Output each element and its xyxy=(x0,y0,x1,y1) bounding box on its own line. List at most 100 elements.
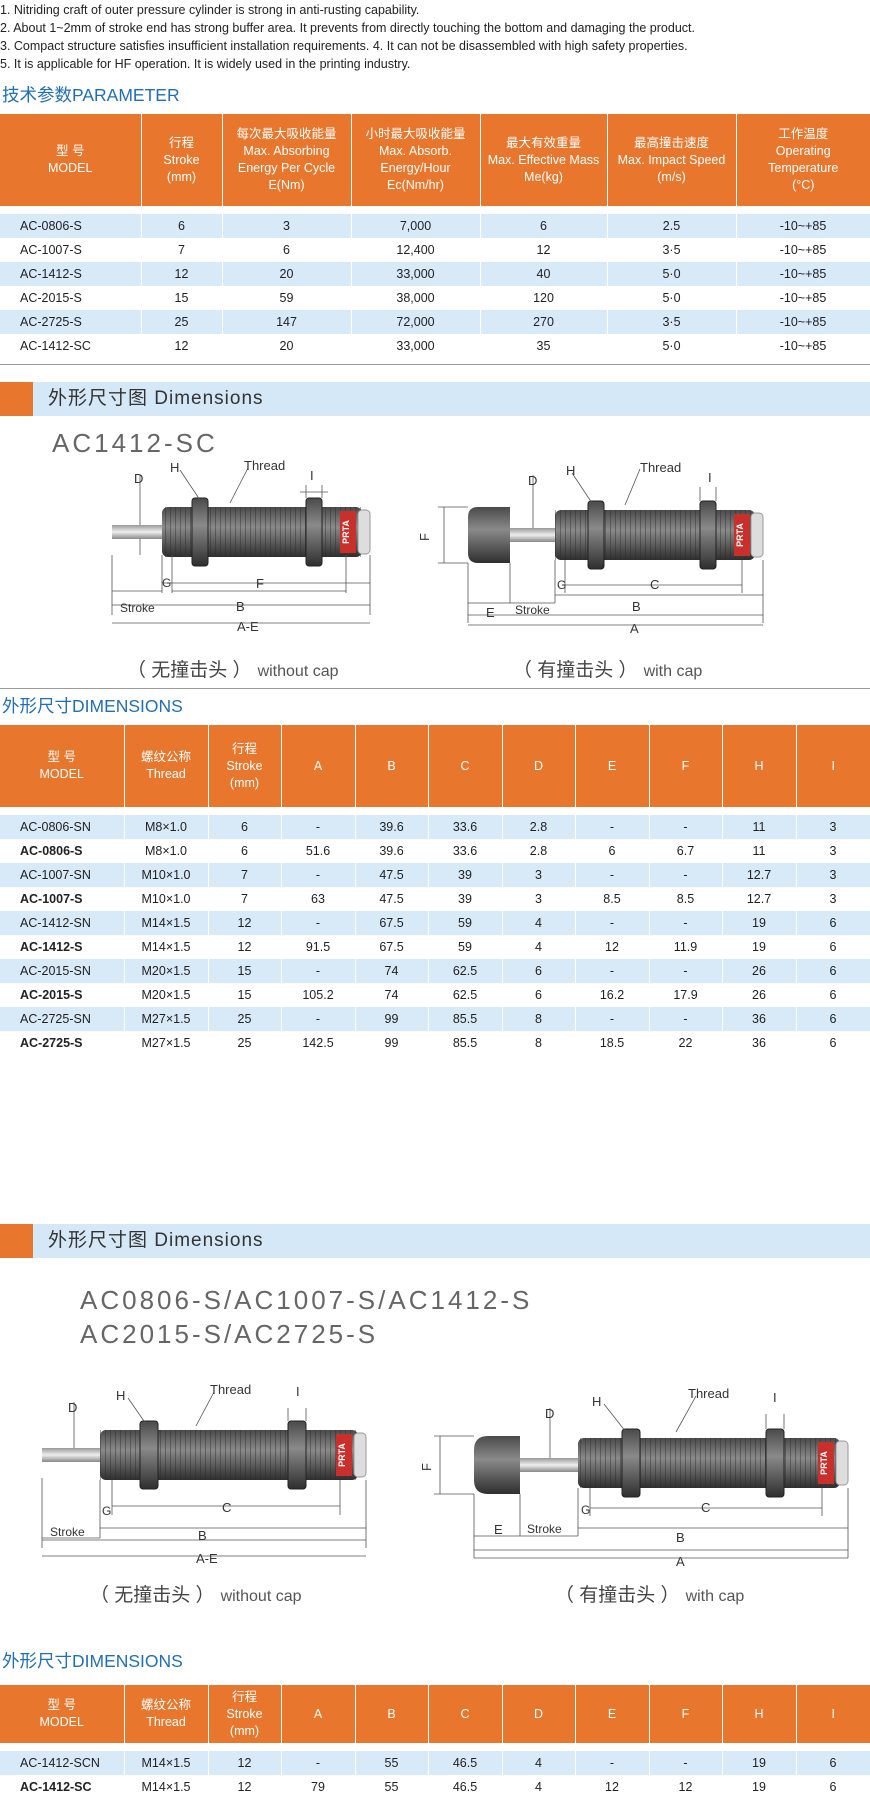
value-cell: 5·0 xyxy=(607,286,737,310)
header-text: Thread xyxy=(146,767,186,781)
header-text: E xyxy=(607,1706,617,1721)
model-cell: AC-0806-SN xyxy=(0,815,125,839)
header-text: Max. Absorbing xyxy=(243,144,330,158)
value-cell: 12 xyxy=(575,1775,650,1799)
model-title-1: AC1412-SC xyxy=(52,428,218,458)
value-cell: 5·0 xyxy=(607,334,737,358)
svg-text:H: H xyxy=(170,460,179,475)
value-cell: 33,000 xyxy=(351,262,481,286)
value-cell: 59 xyxy=(428,935,503,959)
value-cell: 6 xyxy=(208,815,282,839)
value-cell: 39 xyxy=(428,863,503,887)
value-cell: - xyxy=(649,959,723,983)
value-cell: -10~+85 xyxy=(736,262,870,286)
svg-text:D: D xyxy=(528,473,537,488)
value-cell: 36 xyxy=(722,1007,797,1031)
value-cell: 47.5 xyxy=(355,863,429,887)
svg-text:B: B xyxy=(236,599,245,614)
value-cell: 62.5 xyxy=(428,983,503,1007)
header-text: 工作温度 xyxy=(778,127,829,141)
caption-with-cap-2: （ 有撞击头 ）with cap xyxy=(555,1585,745,1606)
caption-without-cap-1: （ 无撞击头 ）without cap xyxy=(127,660,339,681)
header-text: 行程 xyxy=(231,1689,257,1704)
header-cell: D xyxy=(502,725,576,807)
header-text: H xyxy=(754,758,764,773)
svg-text:F: F xyxy=(417,533,432,541)
header-text: C xyxy=(460,758,470,773)
header-text: H xyxy=(754,1706,764,1721)
header-text: 型 号 xyxy=(47,1698,76,1712)
value-cell: - xyxy=(649,815,723,839)
svg-text:D: D xyxy=(134,471,143,486)
header-cell: F xyxy=(649,725,723,807)
value-cell: 4 xyxy=(502,935,576,959)
value-cell: M14×1.5 xyxy=(124,1751,209,1775)
svg-text:C: C xyxy=(650,577,659,592)
header-text: E xyxy=(607,758,617,773)
value-cell: M27×1.5 xyxy=(124,1031,209,1055)
svg-text:Thread: Thread xyxy=(244,458,285,473)
model-cell: AC-2725-S xyxy=(0,1031,125,1055)
header-text: 最大有效重量 xyxy=(505,135,581,150)
value-cell: 26 xyxy=(722,959,797,983)
value-cell: - xyxy=(281,815,356,839)
svg-text:A: A xyxy=(676,1554,685,1569)
value-cell: 6 xyxy=(796,1775,870,1799)
svg-text:Stroke: Stroke xyxy=(527,1522,562,1536)
caption-without-cap-2: （ 无撞击头 ）without cap xyxy=(90,1585,302,1606)
value-cell: 18.5 xyxy=(575,1031,650,1055)
header-text: 最高撞击速度 xyxy=(633,135,709,150)
value-cell: 72,000 xyxy=(351,310,481,334)
value-cell: 26 xyxy=(722,983,797,1007)
value-cell: 3 xyxy=(796,815,870,839)
value-cell: 3 xyxy=(502,887,576,911)
value-cell: 105.2 xyxy=(281,983,356,1007)
svg-text:E: E xyxy=(494,1522,503,1537)
header-text: 行程 xyxy=(231,741,257,756)
svg-text:A-E: A-E xyxy=(237,619,259,634)
svg-text:I: I xyxy=(310,468,314,483)
value-cell: 3 xyxy=(222,214,352,238)
header-text: D xyxy=(533,758,544,773)
value-cell: 2.5 xyxy=(607,214,737,238)
value-cell: 33.6 xyxy=(428,839,503,863)
value-cell: M14×1.5 xyxy=(124,1775,209,1799)
value-cell: 12 xyxy=(141,334,223,358)
value-cell: 11 xyxy=(722,815,797,839)
value-cell: 55 xyxy=(355,1751,429,1775)
value-cell: 3·5 xyxy=(607,238,737,262)
model-cell: AC-1412-SN xyxy=(0,911,125,935)
value-cell: 6 xyxy=(796,1007,870,1031)
header-text: B xyxy=(387,758,396,773)
value-cell: 12 xyxy=(208,935,282,959)
svg-text:H: H xyxy=(116,1388,125,1403)
value-cell: 2.8 xyxy=(502,815,576,839)
value-cell: 270 xyxy=(480,310,608,334)
model-cell: AC-0806-S xyxy=(0,214,142,238)
header-text: C xyxy=(460,1706,470,1721)
model-cell: AC-1412-SCN xyxy=(0,1751,125,1775)
value-cell: 6 xyxy=(502,983,576,1007)
value-cell: 46.5 xyxy=(428,1775,503,1799)
value-cell: 11 xyxy=(722,839,797,863)
value-cell: M14×1.5 xyxy=(124,911,209,935)
value-cell: 12.7 xyxy=(722,863,797,887)
value-cell: 40 xyxy=(480,262,608,286)
header-cell: F xyxy=(649,1685,723,1743)
svg-text:F: F xyxy=(256,576,264,591)
value-cell: 74 xyxy=(355,983,429,1007)
model-cell: AC-1007-S xyxy=(0,887,125,911)
model-title-2-line1: AC0806-S/AC1007-S/AC1412-S xyxy=(80,1285,533,1315)
header-text: A xyxy=(313,758,323,773)
header-text: Thread xyxy=(146,1715,186,1729)
svg-text:Stroke: Stroke xyxy=(50,1525,85,1539)
value-cell: 12 xyxy=(649,1775,723,1799)
value-cell: - xyxy=(281,1007,356,1031)
caption-with-cap-1: （ 有撞击头 ）with cap xyxy=(513,660,703,681)
